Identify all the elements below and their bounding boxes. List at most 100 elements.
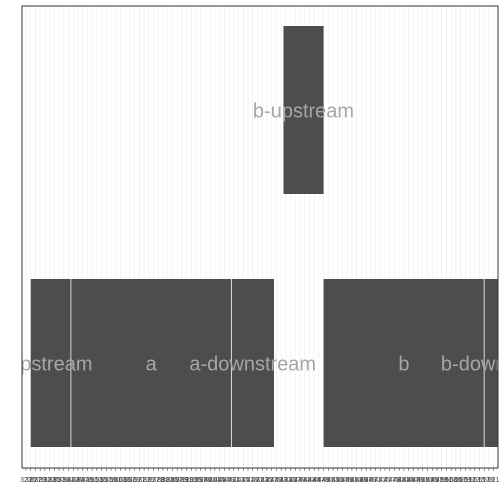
x-tick-label: 511 [464, 477, 475, 484]
x-tick-label: 497 [431, 477, 443, 484]
x-tick-label: 409 [223, 477, 235, 484]
x-tick-label: 355 [96, 477, 108, 484]
x-tick-label: 375 [143, 477, 155, 484]
segment-bar-a-downstream [231, 279, 274, 447]
x-tick-label: 473 [374, 477, 386, 484]
segment-label-upstream: upstream [9, 353, 92, 375]
segment-label-a: a [146, 353, 158, 375]
x-tick-label: 489 [412, 477, 424, 484]
x-tick-label: 345 [72, 477, 84, 484]
x-tick-label: 439 [294, 477, 306, 484]
x-tick-label: 503 [445, 477, 457, 484]
x-tick-label: 513 [469, 477, 481, 484]
x-tick-label: 479 [389, 477, 401, 484]
segment-bar-upstream [30, 279, 71, 447]
x-tick-label: 419 [247, 477, 259, 484]
x-tick-label: 427 [266, 477, 278, 484]
x-tick-label: 411 [228, 477, 239, 484]
x-tick-label: 351 [86, 477, 98, 484]
x-tick-label: 469 [365, 477, 377, 484]
x-tick-label: 327 [30, 477, 42, 484]
x-tick-label: 393 [185, 477, 197, 484]
x-tick-label: 433 [280, 477, 292, 484]
x-tick-label: 477 [384, 477, 396, 484]
x-tick-label: 377 [148, 477, 160, 484]
x-tick-label: 323 [20, 477, 32, 484]
x-tick-label: 391 [181, 477, 193, 484]
x-tick-label: 463 [351, 477, 363, 484]
x-tick-label: 507 [455, 477, 467, 484]
segment-bar-a [70, 279, 232, 447]
x-tick-label: 483 [398, 477, 410, 484]
x-tick-label: 341 [63, 477, 75, 484]
x-tick-label: 487 [407, 477, 419, 484]
x-tick-label: 331 [39, 477, 51, 484]
x-tick-label: 501 [441, 477, 453, 484]
segment-bar-b-upstream [283, 26, 324, 194]
x-tick-label: 347 [77, 477, 89, 484]
x-tick-label: 449 [318, 477, 330, 484]
x-tick-label: 471 [370, 477, 382, 484]
x-tick-label: 353 [91, 477, 103, 484]
x-tick-label: 387 [171, 477, 183, 484]
x-tick-label: 359 [105, 477, 117, 484]
x-tick-label: 329 [34, 477, 46, 484]
x-tick-label: 431 [275, 477, 287, 484]
x-tick-label: 367 [124, 477, 136, 484]
x-tick-label: 373 [138, 477, 150, 484]
x-tick-label: 389 [176, 477, 188, 484]
x-axis-ticks: 3233253273293313333353373393413433453473… [20, 468, 500, 484]
x-tick-label: 425 [261, 477, 273, 484]
segment-bar-b [323, 279, 485, 447]
x-tick-label: 363 [115, 477, 127, 484]
x-tick-label: 399 [200, 477, 212, 484]
x-tick-label: 521 [488, 477, 500, 484]
x-tick-label: 515 [474, 477, 486, 484]
x-tick-label: 481 [393, 477, 405, 484]
x-tick-label: 437 [289, 477, 301, 484]
x-tick-label: 517 [478, 477, 490, 484]
x-tick-label: 509 [459, 477, 471, 484]
x-tick-label: 415 [237, 477, 249, 484]
x-tick-label: 381 [157, 477, 169, 484]
x-tick-label: 365 [119, 477, 131, 484]
segment-labels: upstreamaa-downstreamb-upstreambb-downst… [9, 100, 498, 375]
x-tick-label: 465 [356, 477, 368, 484]
x-tick-label: 405 [214, 477, 226, 484]
segment-label-b: b [398, 353, 409, 375]
panel-frame [21, 5, 499, 469]
x-tick-label: 343 [67, 477, 79, 484]
x-tick-label: 451 [322, 477, 334, 484]
x-tick-label: 443 [304, 477, 316, 484]
x-tick-label: 349 [82, 477, 94, 484]
segment-bar-b-downstream [484, 279, 498, 447]
x-tick-label: 335 [48, 477, 60, 484]
x-tick-label: 423 [256, 477, 268, 484]
x-tick-label: 339 [58, 477, 70, 484]
x-tick-label: 337 [53, 477, 65, 484]
x-tick-label: 447 [313, 477, 325, 484]
x-tick-label: 383 [162, 477, 174, 484]
x-tick-label: 397 [195, 477, 207, 484]
x-tick-label: 421 [252, 477, 264, 484]
x-tick-label: 407 [219, 477, 231, 484]
x-tick-label: 461 [346, 477, 358, 484]
x-tick-label: 369 [129, 477, 141, 484]
x-tick-label: 485 [403, 477, 415, 484]
x-tick-label: 357 [100, 477, 112, 484]
x-tick-label: 445 [308, 477, 320, 484]
x-tick-label: 333 [44, 477, 56, 484]
x-tick-label: 429 [271, 477, 283, 484]
x-tick-label: 457 [337, 477, 349, 484]
x-tick-label: 475 [379, 477, 391, 484]
x-tick-label: 455 [332, 477, 344, 484]
x-tick-label: 441 [299, 477, 311, 484]
x-tick-label: 401 [204, 477, 216, 484]
x-tick-label: 403 [209, 477, 221, 484]
x-tick-label: 519 [483, 477, 495, 484]
x-tick-label: 413 [233, 477, 245, 484]
x-tick-label: 459 [341, 477, 353, 484]
x-tick-label: 491 [417, 477, 429, 484]
x-tick-label: 495 [426, 477, 438, 484]
